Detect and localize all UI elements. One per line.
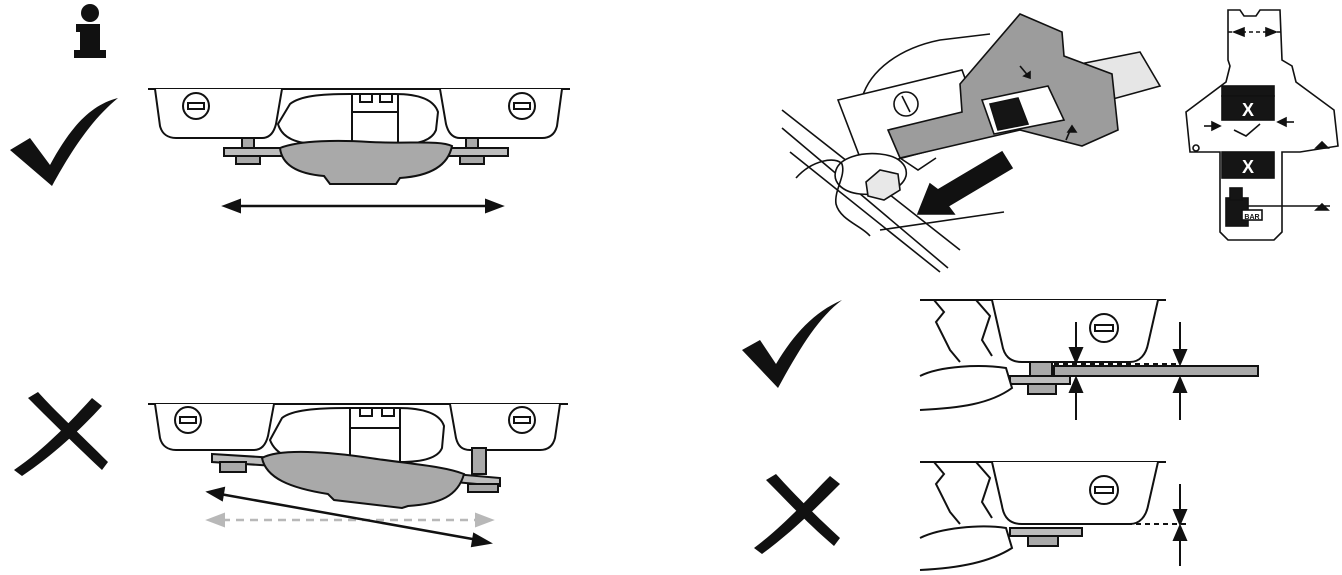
correct-mount-diagram	[148, 88, 570, 214]
incorrect-gap-diagram	[919, 461, 1190, 571]
x-mark-top-label: X	[1242, 100, 1254, 120]
incorrect-mount-diagram	[148, 403, 568, 548]
gauge-tool-flat-view: X X BAR	[1185, 9, 1339, 241]
checkmark-icon	[10, 98, 118, 186]
bar-tag-label: BAR	[1244, 214, 1259, 221]
correct-gap-diagram	[919, 299, 1259, 420]
cross-icon	[14, 392, 108, 476]
info-icon	[74, 4, 106, 58]
checkmark-icon	[742, 300, 842, 388]
cross-icon	[754, 474, 840, 554]
x-mark-bottom-label: X	[1242, 157, 1254, 177]
gauge-tool-perspective-illustration	[781, 13, 1162, 273]
